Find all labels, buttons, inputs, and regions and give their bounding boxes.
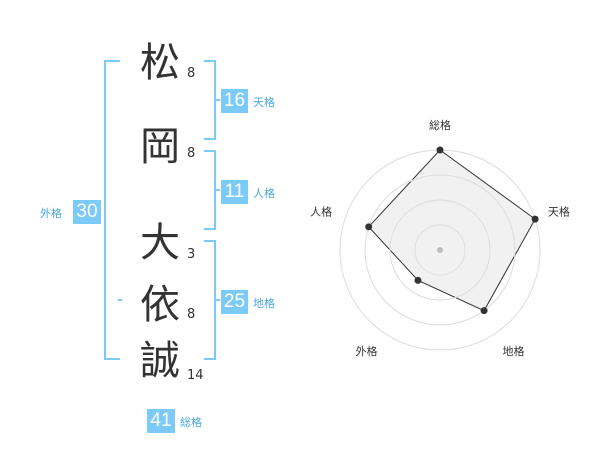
name-char-3: 大 [140, 220, 180, 266]
gaikaku-label: 外格 [40, 207, 62, 220]
soukaku-value: 41 [147, 409, 175, 433]
radar-center-dot [437, 247, 443, 253]
gaikaku-bracket-inner-tick [118, 299, 122, 301]
jinkaku-value: 11 [221, 180, 248, 204]
radar-axis-label-5: 人格 [310, 204, 332, 218]
stroke-count-5: 14 [187, 368, 204, 383]
stroke-count-2: 8 [187, 146, 196, 161]
radar-grid-ring-inner-2 [389, 199, 491, 301]
stroke-count-4: 8 [187, 307, 196, 322]
radar-axis-label-2: 天格 [548, 204, 570, 218]
name-char-4: 依 [140, 282, 180, 328]
stroke-count-1: 8 [187, 66, 196, 81]
soukaku-label: 総格 [180, 416, 202, 429]
radar-point-2 [531, 215, 539, 223]
name-char-5: 誠 [140, 338, 180, 384]
radar-axis-label-1: 総格 [429, 118, 451, 132]
radar-grid-ring-inner-1 [414, 224, 466, 276]
radar-axis-label-4: 外格 [356, 344, 378, 358]
chikaku-label: 地格 [253, 297, 275, 310]
radar-point-3 [480, 307, 488, 315]
name-char-2: 岡 [140, 124, 180, 170]
jinkaku-bracket-tick [214, 189, 220, 191]
radar-grid-ring-inner-3 [364, 174, 516, 326]
radar-point-1 [436, 146, 444, 154]
name-char-1: 松 [140, 40, 180, 86]
chikaku-value: 25 [221, 290, 248, 314]
radar-value-polygon [367, 149, 536, 312]
radar-point-5 [365, 223, 373, 231]
jinkaku-label: 人格 [253, 187, 275, 200]
chikaku-bracket-tick [214, 299, 220, 301]
radar-point-4 [414, 276, 422, 284]
gaikaku-bracket [104, 60, 120, 360]
gaikaku-value: 30 [73, 200, 101, 224]
tenkaku-label: 天格 [253, 96, 275, 109]
tenkaku-value: 16 [221, 89, 248, 113]
stroke-count-3: 3 [187, 247, 196, 262]
radar-axis-label-3: 地格 [502, 344, 524, 358]
tenkaku-bracket-tick [214, 99, 220, 101]
